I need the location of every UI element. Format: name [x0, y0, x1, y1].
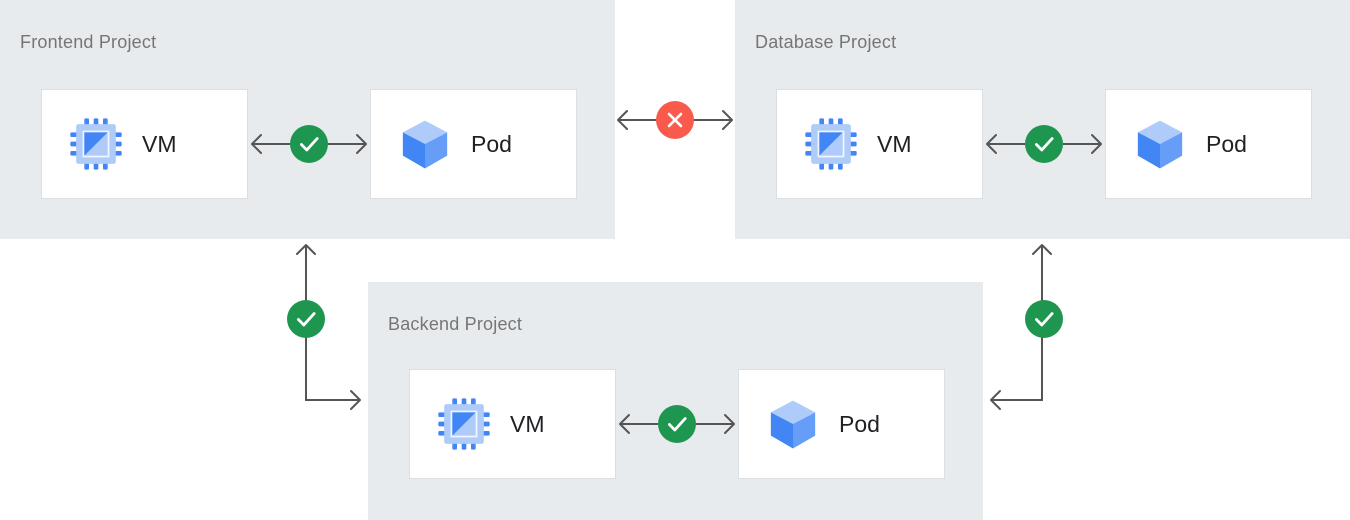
status-badge-allowed[interactable] — [287, 300, 325, 338]
resource-card-database-pod[interactable]: Pod — [1105, 89, 1312, 199]
pod-cube-icon — [397, 116, 453, 172]
project-title-database: Database Project — [755, 32, 897, 52]
resource-label: VM — [510, 410, 545, 437]
resource-card-database-vm[interactable]: VM — [776, 89, 983, 199]
check-icon — [297, 312, 316, 327]
resource-label: Pod — [471, 130, 512, 157]
resource-card-backend-pod[interactable]: Pod — [738, 369, 945, 479]
x-icon — [667, 112, 683, 128]
check-icon — [1035, 312, 1054, 327]
project-title-backend: Backend Project — [388, 314, 523, 334]
status-badge-allowed[interactable] — [658, 405, 696, 443]
status-badge-allowed[interactable] — [1025, 300, 1063, 338]
resource-card-frontend-vm[interactable]: VM — [41, 89, 248, 199]
vm-chip-icon — [803, 116, 859, 172]
check-icon — [1035, 137, 1054, 152]
vm-chip-icon — [436, 396, 492, 452]
status-badge-allowed[interactable] — [1025, 125, 1063, 163]
vm-chip-icon — [68, 116, 124, 172]
status-badge-blocked[interactable] — [656, 101, 694, 139]
resource-label: VM — [142, 130, 177, 157]
project-title-frontend: Frontend Project — [20, 32, 157, 52]
resource-label: Pod — [1206, 130, 1247, 157]
pod-cube-icon — [1132, 116, 1188, 172]
pod-cube-icon — [765, 396, 821, 452]
resource-card-backend-vm[interactable]: VM — [409, 369, 616, 479]
resource-label: VM — [877, 130, 912, 157]
status-badge-allowed[interactable] — [290, 125, 328, 163]
check-icon — [300, 137, 319, 152]
resource-label: Pod — [839, 410, 880, 437]
resource-card-frontend-pod[interactable]: Pod — [370, 89, 577, 199]
check-icon — [668, 417, 687, 432]
